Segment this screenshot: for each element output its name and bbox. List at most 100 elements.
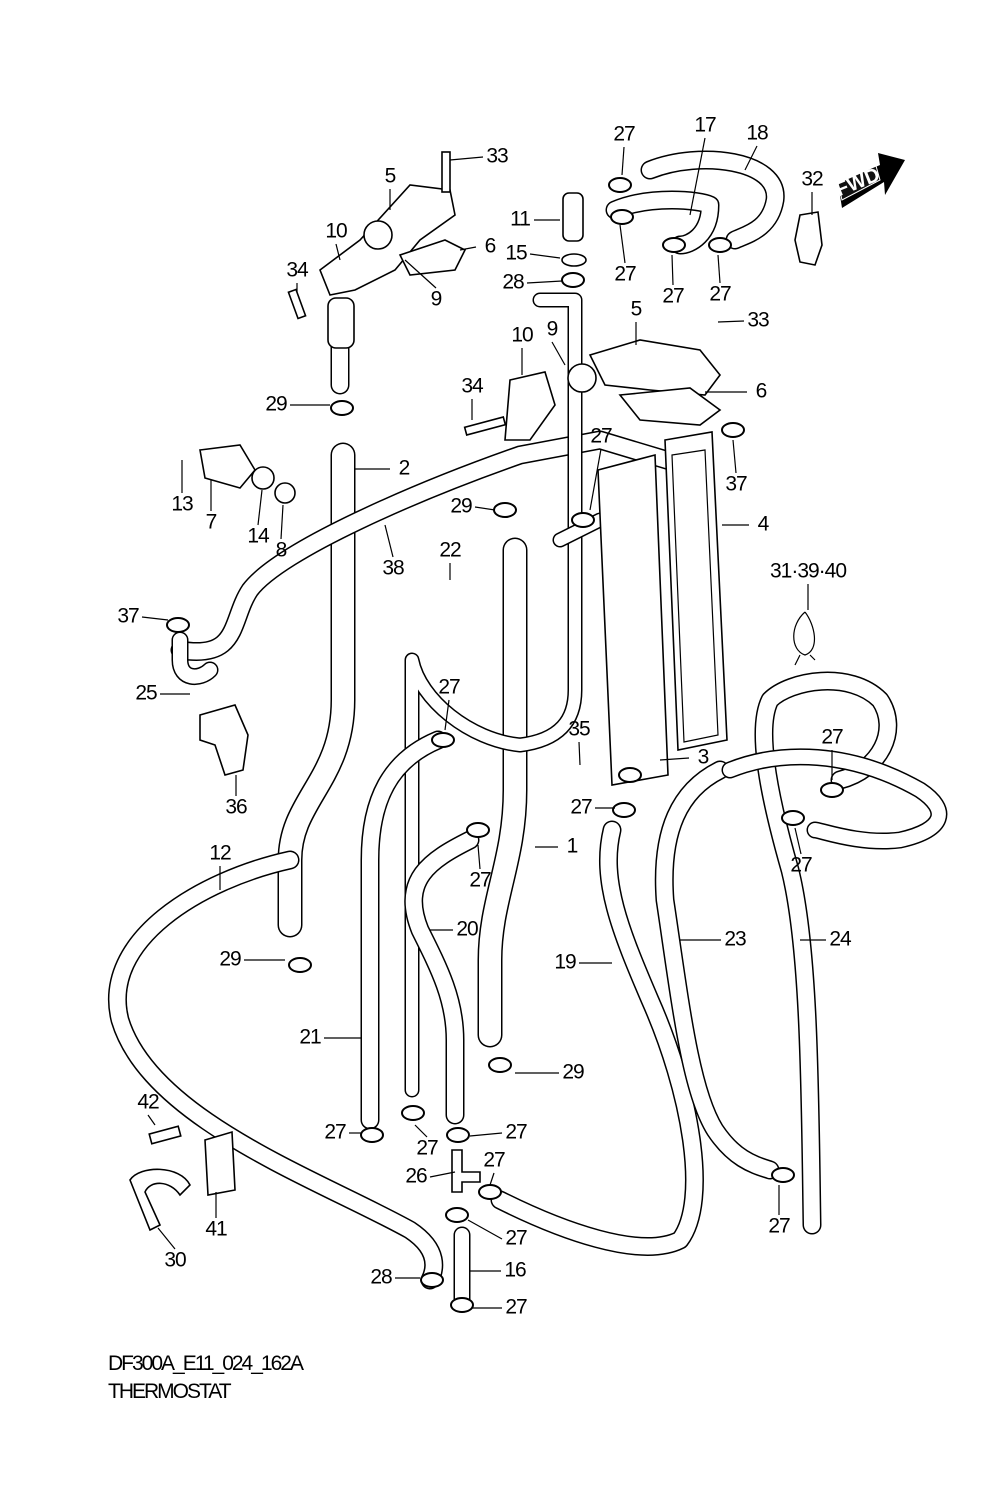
- clip-32: [794, 211, 823, 266]
- leader-line: [671, 254, 674, 286]
- callout-label: 32: [801, 168, 823, 191]
- leader-line: [619, 224, 626, 264]
- callout-label: 37: [117, 605, 139, 628]
- hose-clamp: [721, 422, 745, 438]
- hose-clamp: [166, 617, 190, 633]
- hose-24-inner: [755, 673, 896, 1233]
- callout-label: 31·39·40: [770, 560, 846, 583]
- leader-line: [429, 1171, 456, 1178]
- thermostat-lower: [567, 363, 597, 393]
- callout-label: 42: [137, 1091, 159, 1114]
- leader-line: [444, 699, 450, 731]
- gasket-lower: [618, 387, 722, 426]
- callout-label: 5: [385, 165, 396, 188]
- bolt-34-upper: [287, 288, 307, 320]
- leader-line: [474, 506, 496, 511]
- callout-label: 19: [554, 951, 576, 974]
- leader-line: [578, 741, 581, 766]
- leader-line: [489, 1172, 495, 1186]
- hose-clamp: [466, 822, 490, 838]
- hose-clamp: [618, 767, 642, 783]
- callout-label: 29: [450, 495, 472, 518]
- callout-label: 9: [547, 318, 558, 341]
- leader-line: [280, 504, 284, 540]
- hose-18-inner: [642, 152, 784, 248]
- callout-label: 14: [247, 525, 270, 548]
- hose-clamp: [561, 272, 585, 288]
- callout-label: 17: [694, 114, 716, 137]
- t-fitting-26: [451, 1149, 481, 1193]
- bracket-36: [199, 704, 249, 776]
- hose-17-inner: [607, 192, 718, 253]
- hose-1-inner: [479, 539, 526, 1046]
- hose-clamp: [820, 782, 844, 798]
- callout-label: 27: [570, 796, 592, 819]
- callout-label: 25: [135, 682, 157, 705]
- callout-label: 24: [829, 928, 852, 951]
- oring-14: [251, 466, 275, 490]
- callout-label: 10: [325, 220, 347, 243]
- callout-label: 27: [590, 425, 612, 448]
- leader-line: [621, 146, 625, 176]
- leader-line: [335, 243, 341, 261]
- leader-line: [384, 524, 394, 558]
- callout-label: 23: [724, 928, 746, 951]
- callout-label: 27: [505, 1121, 527, 1144]
- leader-line: [717, 254, 721, 284]
- callout-label: 5: [631, 298, 642, 321]
- hose-21-inner: [362, 732, 446, 1128]
- oring-15: [561, 253, 587, 267]
- parts: FWD: [129, 151, 905, 1232]
- cover-3: [597, 453, 669, 786]
- callout-label: 11: [510, 208, 530, 231]
- sender-7: [199, 444, 256, 489]
- leader-line: [404, 259, 437, 289]
- hose-clamp: [608, 177, 632, 193]
- callout-label: 3: [698, 746, 709, 769]
- hose-clamp: [420, 1272, 444, 1288]
- leader-line: [551, 341, 566, 366]
- callout-label: 27: [662, 285, 684, 308]
- callout-label: 27: [416, 1137, 438, 1160]
- fwd-arrow-icon: FWD: [833, 153, 905, 208]
- callout-label: 27: [614, 263, 636, 286]
- hose-clamp: [493, 502, 517, 518]
- callout-label: 18: [746, 122, 768, 145]
- leader-line: [477, 844, 481, 870]
- hose-clamp: [708, 237, 732, 253]
- callout-label: 6: [756, 380, 767, 403]
- clamp-30: [129, 1168, 191, 1232]
- callout-label: 20: [456, 918, 478, 941]
- callout-label: 27: [505, 1296, 527, 1319]
- leader-line: [414, 1124, 428, 1138]
- callout-label: 13: [171, 493, 193, 516]
- hose-clamp: [610, 209, 634, 225]
- callout-label: 27: [768, 1215, 790, 1238]
- callout-label: 9: [431, 288, 442, 311]
- hose-38-inner: [172, 432, 708, 660]
- callout-label: 37: [725, 473, 747, 496]
- callout-label: 27: [324, 1121, 346, 1144]
- leader-line: [141, 616, 169, 621]
- leader-line: [147, 1114, 156, 1126]
- hose-clamp: [450, 1297, 474, 1313]
- hose-clamp: [446, 1127, 470, 1143]
- hose-37-inner: [173, 633, 217, 684]
- callout-label: 1: [567, 835, 578, 858]
- callout-label: 33: [747, 309, 769, 332]
- callout-label: 27: [821, 726, 843, 749]
- hose-tube-right-inner: [723, 749, 946, 848]
- leader-line: [794, 827, 802, 855]
- hose-23-inner: [656, 762, 778, 1178]
- callout-label: 6: [485, 235, 496, 258]
- clip-31: [793, 611, 816, 666]
- hose-22-inner: [406, 294, 581, 1096]
- gasket-upper: [398, 239, 467, 276]
- leader-line: [459, 246, 477, 251]
- thermostat-housing-lower: [588, 339, 722, 396]
- leader-line: [717, 320, 745, 323]
- hose-clamp: [330, 400, 354, 416]
- callout-label: 34: [286, 259, 309, 282]
- callout-label: 41: [205, 1218, 227, 1241]
